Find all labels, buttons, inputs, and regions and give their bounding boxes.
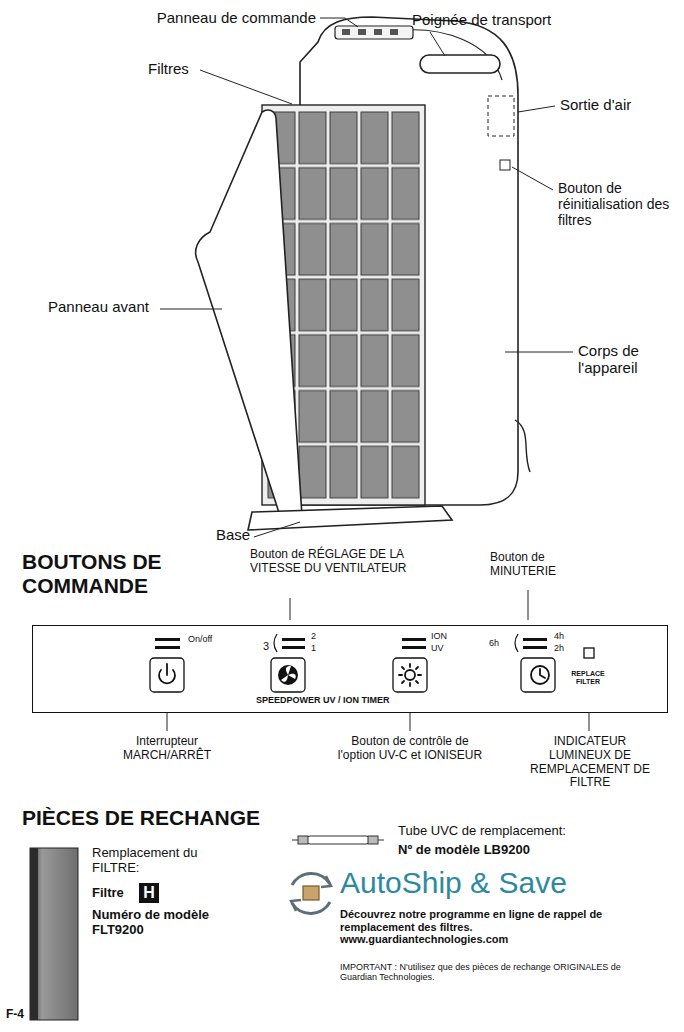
part-label: Poignée de transport <box>412 11 582 28</box>
filter-badge: H <box>139 883 159 903</box>
section-heading: BOUTONS DE COMMANDE <box>22 550 222 598</box>
panel-text: 1 <box>311 644 316 654</box>
panel-text: SPEEDPOWER UV / ION TIMER <box>256 696 390 706</box>
front-panel <box>196 110 302 522</box>
panel-text: On/off <box>188 635 212 645</box>
note: IMPORTANT : N'utilisez que des pièces de… <box>340 962 640 983</box>
panel-text: 2h <box>554 644 564 654</box>
model-number: Numéro de modèle FLT9200 <box>92 908 212 938</box>
program-name: AutoShip & Save <box>340 866 660 901</box>
part-label: Bouton de réinitialisation des filtres <box>558 180 680 228</box>
part-label: Filtres <box>148 60 208 77</box>
panel-symbols <box>150 634 594 692</box>
panel-text: UV <box>431 644 444 654</box>
panel-text: 3 <box>263 640 269 652</box>
button-label: Interrupteur MARCH/ARRÊT <box>107 735 227 763</box>
page-number: F-4 <box>6 1008 46 1022</box>
part-label: Tube UVC de remplacement: <box>398 824 658 839</box>
indicator-label: INDICATEUR LUMINEUX DE REMPLACEMENT DE F… <box>528 735 652 790</box>
panel-text: REPLACE FILTER <box>564 670 612 685</box>
part-label: Panneau de commande <box>150 9 316 26</box>
panel-text: 6h <box>489 639 499 649</box>
note: Découvrez notre programme en ligne de ra… <box>340 908 640 946</box>
panel-text: 2 <box>311 632 316 642</box>
control-panel: On/off 3 2 1 ION UV 6h 4h 2hSPEEDPOWER UV / ION … <box>32 625 668 713</box>
button-label: Bouton de contrôle de l'option UV-C et I… <box>335 735 485 763</box>
panel-text: ION <box>431 632 447 642</box>
part-label: Remplacement du FILTRE: <box>92 846 212 876</box>
filter-cartridge <box>30 848 78 1020</box>
autoship-icon <box>291 874 331 914</box>
part-label: Corps de l'appareil <box>578 342 678 377</box>
part-label: Panneau avant <box>48 298 160 315</box>
model-number: Nº de modèle LB9200 <box>398 843 658 858</box>
uv-tube <box>292 836 384 844</box>
panel-text: H <box>143 884 155 902</box>
section-heading: PIÈCES DE RECHANGE <box>22 806 422 830</box>
base <box>248 506 452 530</box>
part-label: Sortie d'air <box>560 96 672 113</box>
button-label: Bouton de RÉGLAGE DE LA VITESSE DU VENTI… <box>250 548 430 576</box>
part-label: Filtre <box>92 886 137 901</box>
button-label: Bouton de MINUTERIE <box>490 551 590 579</box>
panel-text: 4h <box>554 632 564 642</box>
part-label: Base <box>216 526 256 543</box>
